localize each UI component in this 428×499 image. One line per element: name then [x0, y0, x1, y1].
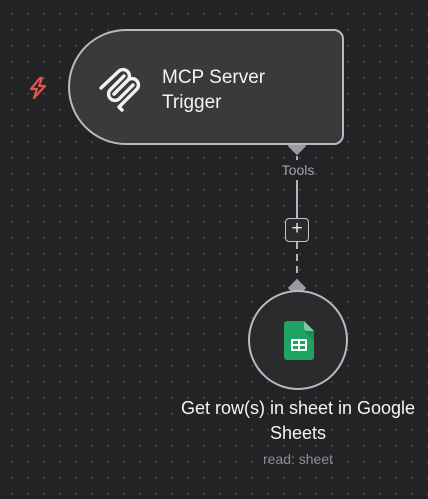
mcp-server-trigger-node[interactable]: MCP Server Trigger	[68, 29, 344, 145]
sheets-node-title: Get row(s) in sheet in Google Sheets	[180, 398, 416, 443]
lightning-bolt-icon	[29, 76, 47, 100]
google-sheets-icon	[284, 321, 314, 360]
add-tool-button[interactable]: +	[285, 218, 309, 242]
trigger-node-title: MCP Server Trigger	[162, 67, 266, 113]
tools-connector-label: Tools	[281, 162, 315, 178]
sheets-node-subtitle: read: sheet	[262, 451, 334, 467]
google-sheets-node[interactable]	[248, 290, 348, 390]
mcp-logo-icon	[99, 67, 141, 112]
